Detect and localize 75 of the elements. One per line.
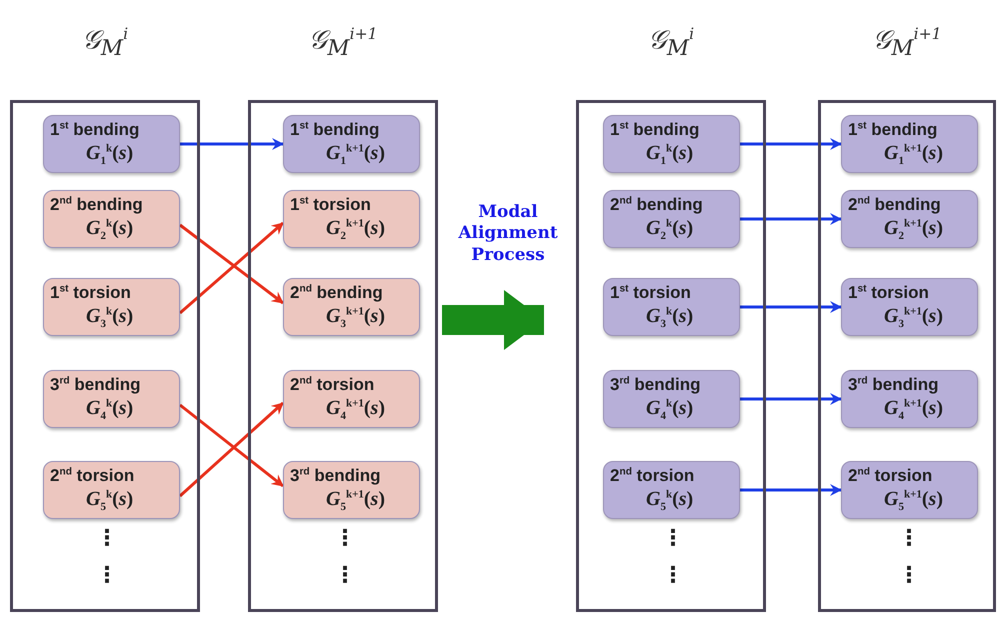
- mode-name: 2$^{nd}$ bending: [848, 195, 941, 215]
- mode-box: [603, 278, 740, 336]
- mode-box: [43, 278, 180, 336]
- mode-shape-function: G$_{3}$$^{k+1}$(s): [326, 305, 385, 330]
- mode-shape-function: G$_{1}$$^{k+1}$(s): [884, 142, 943, 167]
- mode-box: [43, 370, 180, 428]
- mode-name: 2$^{nd}$ torsion: [610, 466, 694, 486]
- ellipsis-mark: ⋮: [334, 565, 356, 587]
- mode-shape-function: G$_{4}$$^{k+1}$(s): [884, 397, 943, 422]
- arrow: [740, 393, 842, 405]
- ellipsis-mark: ⋮: [662, 565, 684, 587]
- mode-name: 2$^{nd}$ bending: [50, 195, 143, 215]
- mode-shape-function: G$_{4}$$^{k}$(s): [86, 397, 134, 422]
- ellipsis-mark: ⋮: [898, 565, 920, 587]
- mode-name: 2$^{nd}$ torsion: [848, 466, 932, 486]
- mode-box: [43, 461, 180, 519]
- mode-box: [841, 461, 978, 519]
- mode-name: 1$^{st}$ torsion: [50, 283, 131, 303]
- mode-name: 1$^{st}$ bending: [50, 120, 140, 140]
- ellipsis-mark: ⋮: [662, 528, 684, 550]
- mode-box: [603, 461, 740, 519]
- mode-name: 1$^{st}$ torsion: [610, 283, 691, 303]
- mode-box: [603, 370, 740, 428]
- mode-name: 1$^{st}$ bending: [848, 120, 938, 140]
- mode-shape-function: G$_{2}$$^{k+1}$(s): [884, 217, 943, 242]
- mode-box: [283, 190, 420, 248]
- mode-box: [283, 370, 420, 428]
- mode-shape-function: G$_{5}$$^{k}$(s): [646, 488, 694, 513]
- mode-shape-function: G$_{5}$$^{k+1}$(s): [326, 488, 385, 513]
- ellipsis-mark: ⋮: [96, 565, 118, 587]
- mode-box: [43, 190, 180, 248]
- arrow: [740, 301, 842, 313]
- mode-box: [283, 278, 420, 336]
- mode-shape-function: G$_{2}$$^{k}$(s): [646, 217, 694, 242]
- mode-name: 2$^{nd}$ bending: [610, 195, 703, 215]
- mode-box: [283, 115, 420, 173]
- mode-name: 1$^{st}$ bending: [610, 120, 700, 140]
- mode-box: [841, 190, 978, 248]
- mode-shape-function: G$_{1}$$^{k}$(s): [86, 142, 134, 167]
- mode-box: [841, 115, 978, 173]
- mode-shape-function: G$_{4}$$^{k}$(s): [646, 397, 694, 422]
- mode-name: 2$^{nd}$ bending: [290, 283, 383, 303]
- mode-name: 2$^{nd}$ torsion: [290, 375, 374, 395]
- mode-box: [43, 115, 180, 173]
- mode-name: 1$^{st}$ bending: [290, 120, 380, 140]
- mode-name: 1$^{st}$ torsion: [290, 195, 371, 215]
- mode-box: [283, 461, 420, 519]
- block-arrow: [442, 290, 544, 350]
- mode-shape-function: G$_{5}$$^{k}$(s): [86, 488, 134, 513]
- mode-shape-function: G$_{3}$$^{k}$(s): [86, 305, 134, 330]
- mode-shape-function: G$_{5}$$^{k+1}$(s): [884, 488, 943, 513]
- ellipsis-mark: ⋮: [96, 528, 118, 550]
- mode-name: 3$^{rd}$ bending: [848, 375, 938, 395]
- mode-box: [841, 278, 978, 336]
- mode-name: 3$^{rd}$ bending: [50, 375, 140, 395]
- mode-name: 3$^{rd}$ bending: [610, 375, 700, 395]
- ellipsis-mark: ⋮: [334, 528, 356, 550]
- mode-shape-function: G$_{1}$$^{k}$(s): [646, 142, 694, 167]
- mode-shape-function: G$_{3}$$^{k}$(s): [646, 305, 694, 330]
- mode-shape-function: G$_{3}$$^{k+1}$(s): [884, 305, 943, 330]
- mode-shape-function: G$_{4}$$^{k+1}$(s): [326, 397, 385, 422]
- mode-name: 1$^{st}$ torsion: [848, 283, 929, 303]
- arrow: [740, 138, 842, 150]
- arrow: [740, 484, 842, 496]
- ellipsis-mark: ⋮: [898, 528, 920, 550]
- mode-name: 3$^{rd}$ bending: [290, 466, 380, 486]
- arrow: [180, 138, 284, 150]
- mode-shape-function: G$_{2}$$^{k}$(s): [86, 217, 134, 242]
- mode-shape-function: G$_{1}$$^{k+1}$(s): [326, 142, 385, 167]
- mode-box: [841, 370, 978, 428]
- mode-box: [603, 115, 740, 173]
- mode-box: [603, 190, 740, 248]
- mode-shape-function: G$_{2}$$^{k+1}$(s): [326, 217, 385, 242]
- arrow: [740, 213, 842, 225]
- mode-name: 2$^{nd}$ torsion: [50, 466, 134, 486]
